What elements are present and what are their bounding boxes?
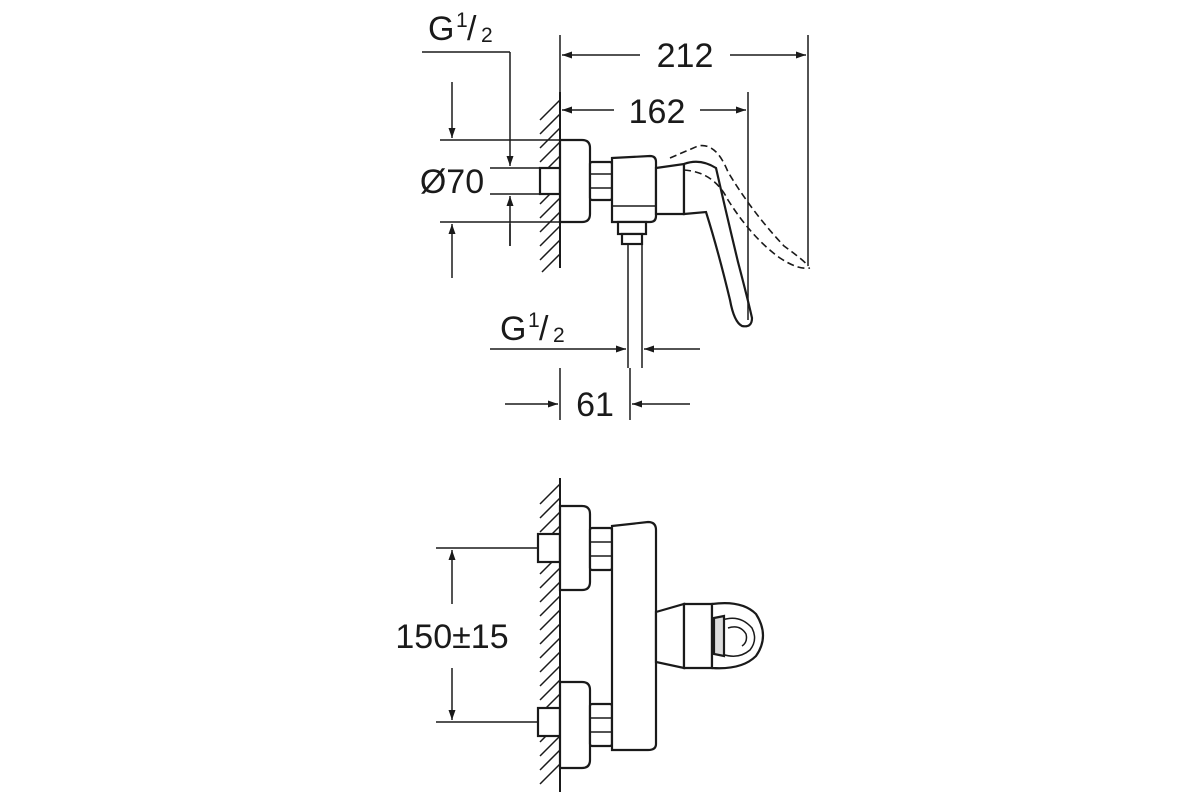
outlet-top [616, 220, 648, 368]
thread-bottom-slash: / [539, 310, 549, 348]
handle-base-front [654, 602, 714, 670]
wall-front [539, 478, 561, 792]
mixer-body-front [610, 520, 658, 752]
dim-spacing-label: 150±15 [395, 618, 508, 656]
lever-handle-open-position [669, 144, 811, 270]
thread-bottom-letter: G [500, 310, 526, 348]
upper-inlet [536, 504, 614, 592]
hex-nut-top [588, 160, 614, 202]
thread-top-letter: G [428, 10, 454, 48]
dim-212-label: 212 [657, 37, 714, 75]
inlet-pipe-top [538, 166, 562, 196]
mixer-body-top [610, 154, 686, 224]
thread-label-top: G 1 / 2 [422, 9, 514, 166]
dim-162-label: 162 [629, 93, 686, 131]
thread-label-bottom: G 1 / 2 [490, 309, 700, 353]
dimension-162: 162 [562, 92, 749, 320]
lever-handle [682, 160, 754, 328]
escutcheon-top [558, 138, 592, 224]
dimension-212: 212 [559, 35, 809, 266]
dim-61-label: 61 [576, 386, 614, 424]
dimension-diameter: Ø70 [420, 82, 560, 278]
thread-top-numerator: 1 [456, 9, 468, 32]
dim-diameter-label: Ø70 [420, 163, 484, 201]
dimension-61: 61 [505, 368, 690, 424]
dimension-spacing: 150±15 [395, 547, 538, 723]
handle-cap-front [710, 602, 765, 670]
front-view: 150±15 [395, 478, 765, 792]
thread-bottom-denominator: 2 [553, 324, 565, 347]
thread-bottom-numerator: 1 [528, 309, 540, 332]
lower-inlet [536, 680, 614, 770]
thread-top-denominator: 2 [481, 24, 493, 47]
side-view: 212 162 G 1 / 2 Ø70 [420, 9, 811, 424]
thread-top-slash: / [467, 10, 477, 48]
